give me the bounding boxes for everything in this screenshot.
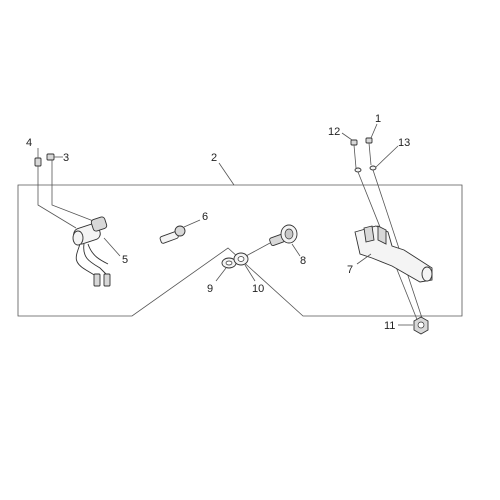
- bracket-7: [354, 225, 433, 283]
- callout-13: 13: [398, 137, 410, 149]
- guide-bolt-1: [372, 169, 423, 319]
- callout-3: 3: [63, 152, 69, 164]
- leader-10: [244, 264, 256, 282]
- key-6: [159, 225, 186, 244]
- leader-2: [218, 162, 235, 186]
- screw-3: [46, 153, 63, 161]
- callout-7: 7: [347, 264, 353, 276]
- bolt-1: [365, 137, 373, 166]
- callout-11: 11: [384, 320, 395, 332]
- guide-screw-3: [51, 160, 97, 223]
- switch-assembly-5: [72, 216, 111, 287]
- callout-10: 10: [252, 283, 264, 295]
- leader-8: [291, 243, 301, 257]
- guide-washers: [245, 242, 271, 257]
- leader-13: [375, 145, 399, 168]
- leader-9: [215, 267, 227, 282]
- bolt-12: [350, 139, 358, 169]
- nut-11: [413, 316, 429, 335]
- kit-outline-frame: [17, 184, 463, 317]
- washer-9: [221, 257, 237, 269]
- washer-10: [233, 252, 249, 266]
- callout-6: 6: [202, 211, 208, 223]
- leader-7: [356, 253, 372, 265]
- washer-13: [354, 165, 377, 173]
- callout-1: 1: [375, 113, 381, 125]
- lock-cylinder-8: [269, 224, 298, 247]
- guide-screw-4: [37, 166, 77, 229]
- callout-4: 4: [26, 137, 32, 149]
- callout-9: 9: [207, 283, 213, 295]
- leader-5: [103, 237, 121, 257]
- leader-12: [341, 132, 353, 141]
- leader-1: [370, 123, 378, 139]
- callout-8: 8: [300, 255, 306, 267]
- screw-4: [34, 148, 42, 167]
- callout-12: 12: [328, 126, 340, 138]
- leader-6: [183, 219, 201, 228]
- callout-2: 2: [211, 152, 217, 164]
- callout-5: 5: [122, 254, 128, 266]
